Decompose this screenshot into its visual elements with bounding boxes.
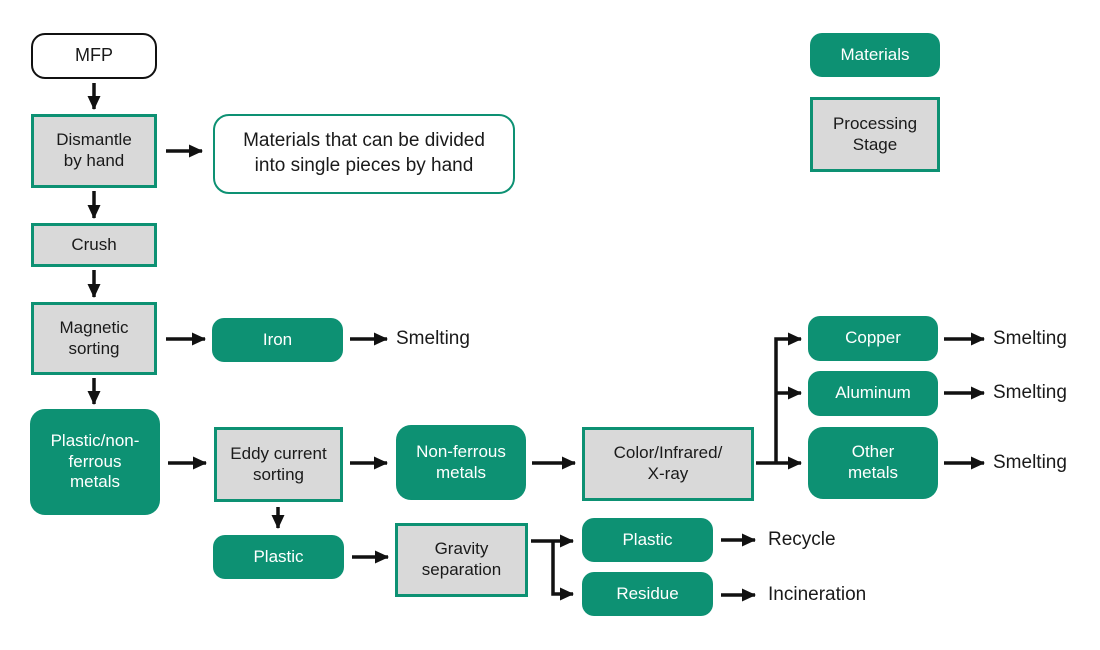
node-mfp: MFP bbox=[31, 33, 157, 79]
node-iron: Iron bbox=[212, 318, 343, 362]
node-other-metals: Other metals bbox=[808, 427, 938, 499]
node-magnetic-sorting: Magnetic sorting bbox=[31, 302, 157, 375]
arrow-branch-residue bbox=[551, 541, 574, 601]
label-smelting-iron: Smelting bbox=[396, 328, 470, 349]
legend-materials: Materials bbox=[810, 33, 940, 77]
node-dismantle-by-hand: Dismantle by hand bbox=[31, 114, 157, 188]
arrow-branch-copper bbox=[774, 332, 802, 463]
node-plastic-out: Plastic bbox=[582, 518, 713, 562]
label-smelting-aluminum: Smelting bbox=[993, 382, 1067, 403]
node-nonferrous-metals: Non-ferrous metals bbox=[396, 425, 526, 500]
legend-processing-stage: Processing Stage bbox=[810, 97, 940, 172]
node-color-infrared-xray: Color/Infrared/ X-ray bbox=[582, 427, 754, 501]
node-crush: Crush bbox=[31, 223, 157, 267]
node-copper: Copper bbox=[808, 316, 938, 361]
node-plastic-nonferrous-metals: Plastic/non- ferrous metals bbox=[30, 409, 160, 515]
node-gravity-separation: Gravity separation bbox=[395, 523, 528, 597]
label-incineration: Incineration bbox=[768, 584, 867, 605]
label-smelting-other: Smelting bbox=[993, 452, 1067, 473]
node-aluminum: Aluminum bbox=[808, 371, 938, 416]
note-dismantle-result: Materials that can be divided into singl… bbox=[213, 114, 515, 194]
label-recycle: Recycle bbox=[768, 529, 836, 550]
node-plastic-mid: Plastic bbox=[213, 535, 344, 579]
label-smelting-copper: Smelting bbox=[993, 328, 1067, 349]
node-residue: Residue bbox=[582, 572, 713, 616]
node-eddy-current-sorting: Eddy current sorting bbox=[214, 427, 343, 502]
